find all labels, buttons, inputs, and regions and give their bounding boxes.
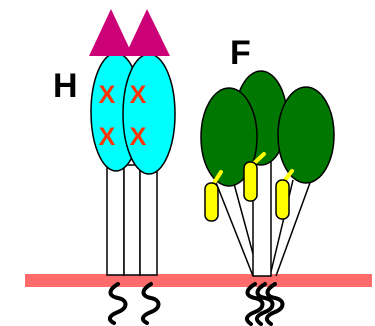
h-mark-4: X — [130, 123, 147, 151]
h-mark-1: X — [99, 81, 116, 109]
h-cap-left — [89, 9, 133, 56]
h-tail-1 — [110, 284, 126, 323]
f-peptide-2 — [244, 162, 257, 201]
cytoplasmic-tails — [110, 284, 283, 324]
f-label: F — [230, 34, 251, 72]
h-stalk-left — [107, 165, 124, 275]
h-cap-right — [125, 9, 170, 56]
f-head-right — [278, 87, 334, 183]
f-peptide-1 — [205, 183, 218, 221]
h-label: H — [53, 67, 78, 105]
membrane — [25, 274, 372, 287]
f-peptide-3 — [276, 180, 289, 219]
f-protein — [201, 71, 334, 276]
h-head-right — [123, 54, 175, 174]
h-mark-2: X — [130, 81, 147, 109]
h-tail-2 — [143, 284, 159, 323]
h-protein: X X X X — [89, 9, 175, 275]
f-tail-3 — [267, 284, 283, 324]
h-mark-3: X — [99, 123, 116, 151]
h-stalk-right — [140, 165, 157, 275]
h-stalk-middle — [124, 165, 140, 275]
